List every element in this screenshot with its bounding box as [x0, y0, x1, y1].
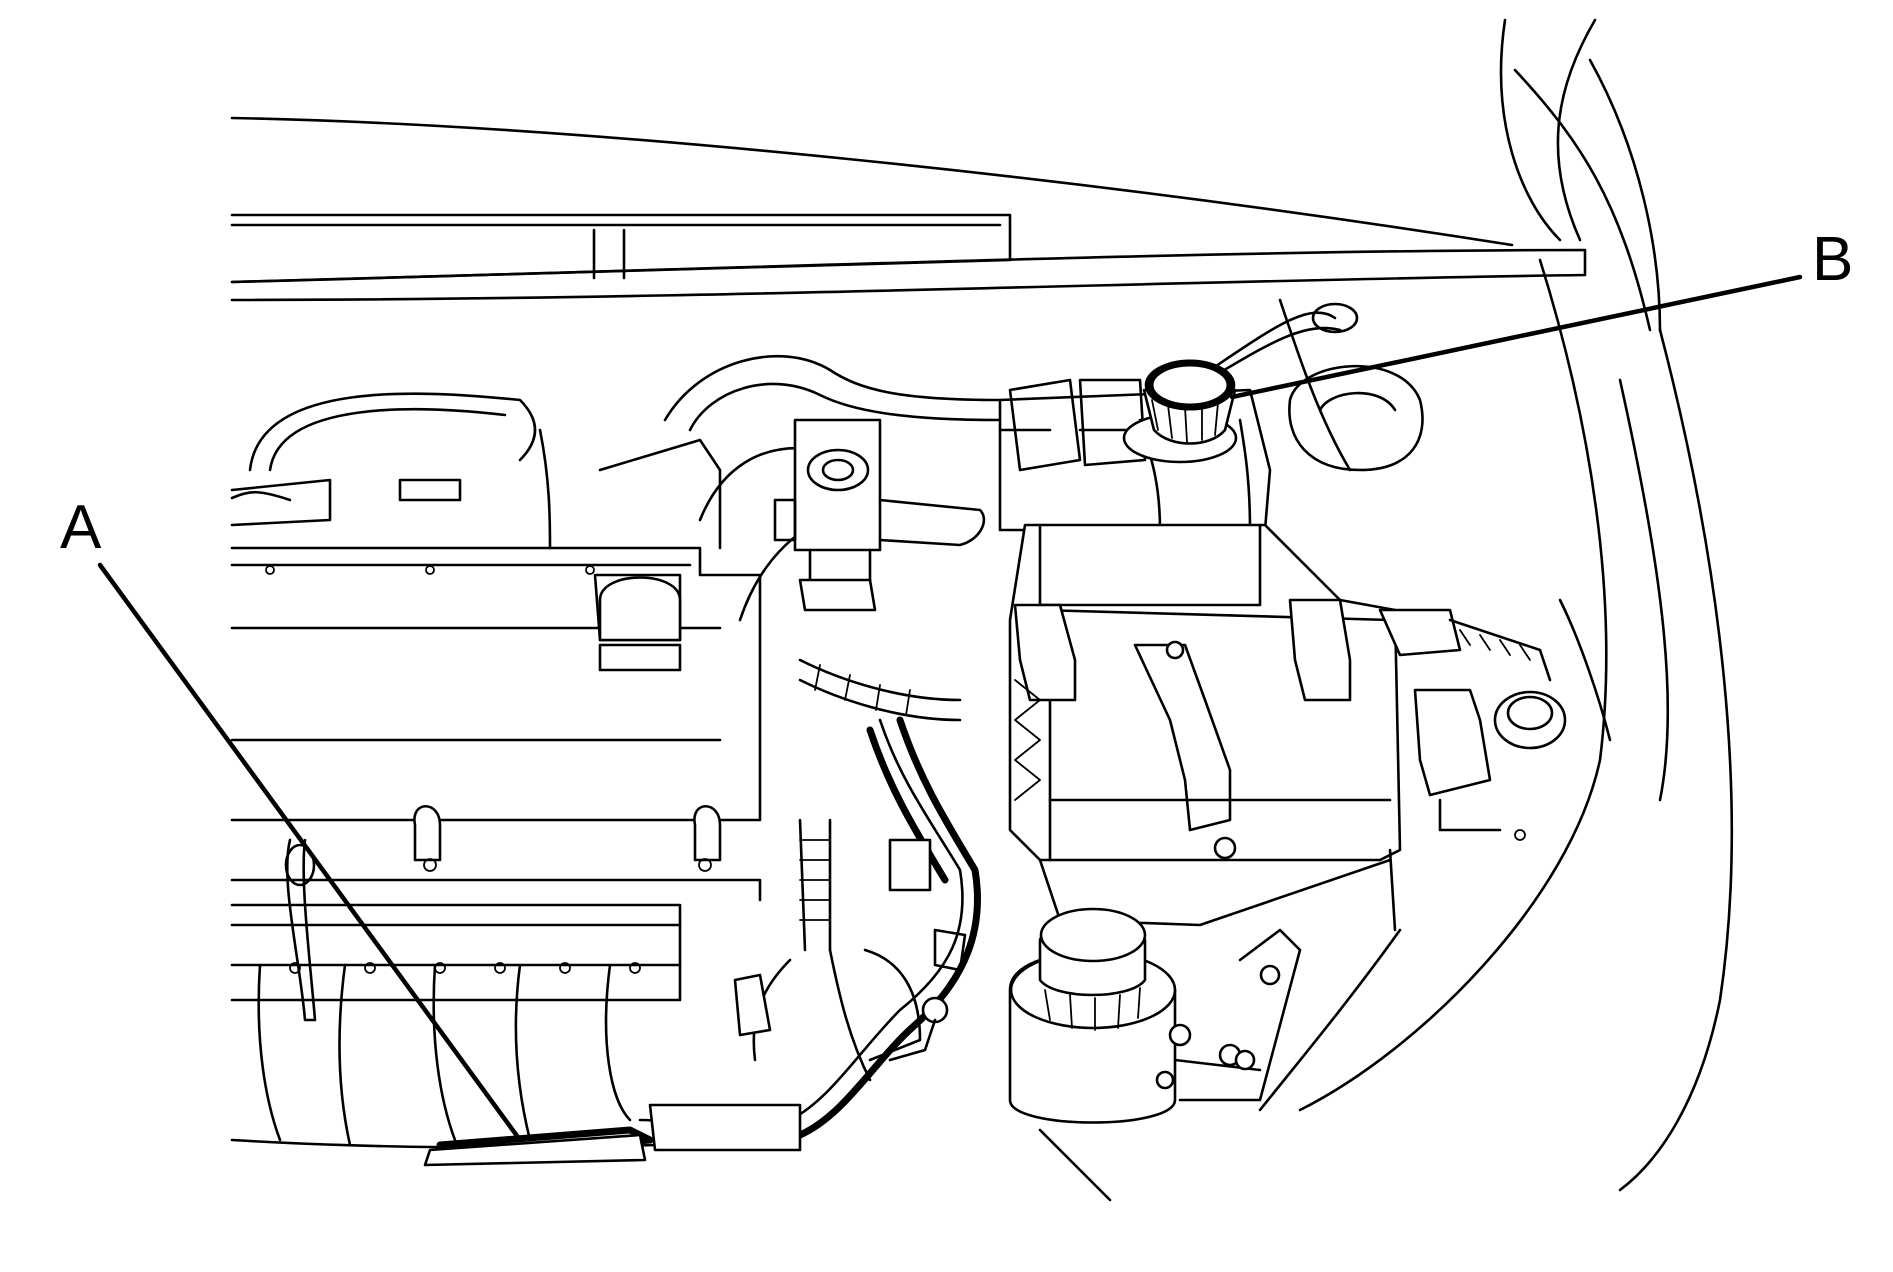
power-steering-reservoir: [1008, 907, 1262, 1124]
hood-outline: [230, 18, 1662, 332]
mid-hoses: [733, 658, 962, 1082]
leader-line-b: [1229, 274, 1803, 400]
shock-tower: [1188, 298, 1424, 472]
right-fender: [1298, 258, 1734, 1192]
engine-valve-cover: [230, 546, 762, 902]
upper-harness: [230, 392, 722, 550]
callout-b: B: [1229, 225, 1853, 400]
callout-a: A: [60, 493, 523, 1143]
brake-master-cylinder: [773, 418, 986, 612]
callout-label-b: B: [1812, 225, 1853, 294]
battery-tray-bracket: [1178, 928, 1302, 1102]
right-connectors: [1378, 598, 1612, 832]
intake-manifold: [230, 838, 762, 1149]
leader-line-a: [97, 562, 523, 1143]
lower-contours: [1038, 928, 1402, 1202]
callout-label-a: A: [60, 493, 102, 562]
reservoir-cap-b: [1146, 359, 1234, 411]
battery: [1008, 523, 1402, 932]
lower-harness: [423, 716, 981, 1167]
coolant-reservoir: [998, 359, 1272, 532]
